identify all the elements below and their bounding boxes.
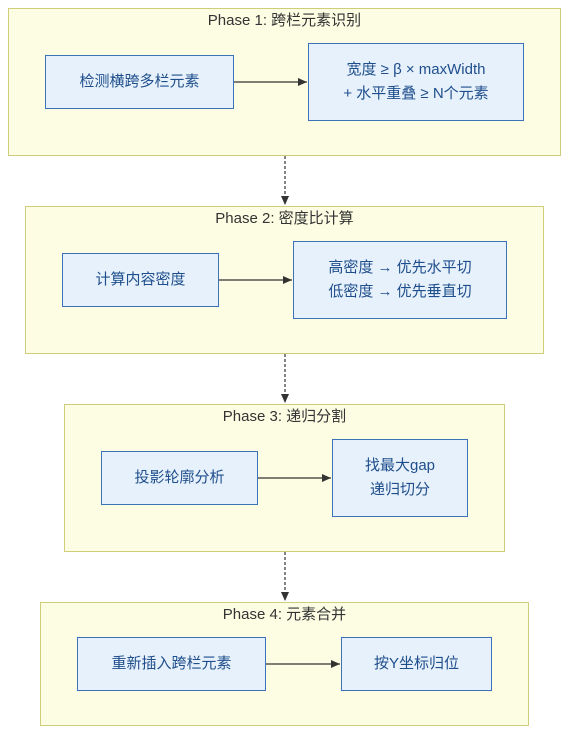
phase-3-target-line1: 找最大gap	[364, 457, 436, 474]
phase-3-source-node: 投影轮廓分析	[101, 451, 258, 505]
phase-2-source-node: 计算内容密度	[62, 253, 219, 307]
phase-3-target-node: 找最大gap 递归切分	[332, 439, 468, 517]
phase-4-target-node: 按Y坐标归位	[341, 637, 492, 691]
phase-4-target-label: 按Y坐标归位	[373, 655, 459, 672]
phase-2-target-line2: 低密度 → 优先垂直切	[328, 283, 472, 300]
phase-1-source-label: 检测横跨多栏元素	[79, 73, 200, 90]
phase-3-title: Phase 3: 递归分割	[222, 408, 347, 425]
phase-4-title: Phase 4: 元素合并	[222, 606, 347, 623]
phase-2-target-node: 高密度 → 优先水平切 低密度 → 优先垂直切	[293, 241, 507, 319]
phase-3-target-line2: 递归切分	[369, 481, 430, 498]
phase-2-title: Phase 2: 密度比计算	[215, 210, 354, 227]
phase-2-source-label: 计算内容密度	[95, 271, 186, 288]
phase-3-source-label: 投影轮廓分析	[134, 469, 225, 486]
phase-1-target-line2: + 水平重叠 ≥ N个元素	[343, 85, 489, 102]
phase-4-source-label: 重新插入跨栏元素	[111, 655, 232, 672]
phase-1-source-node: 检测横跨多栏元素	[45, 55, 234, 109]
phase-1-title: Phase 1: 跨栏元素识别	[207, 12, 362, 29]
phase-1-target-node: 宽度 ≥ β × maxWidth + 水平重叠 ≥ N个元素	[308, 43, 524, 121]
phase-4-source-node: 重新插入跨栏元素	[77, 637, 266, 691]
phase-2-target-line1: 高密度 → 优先水平切	[328, 259, 472, 276]
phase-1-target-line1: 宽度 ≥ β × maxWidth	[346, 61, 486, 78]
